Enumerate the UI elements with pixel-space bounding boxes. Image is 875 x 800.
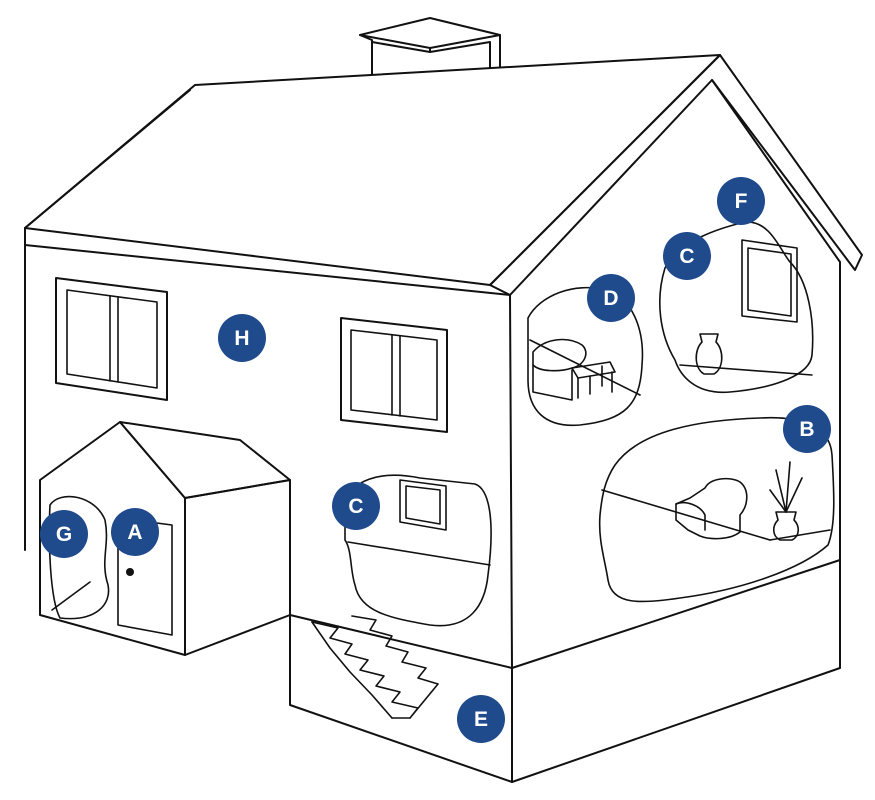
marker-c-attic: C [663,232,711,280]
cutaway-attic-room [659,221,814,393]
basement [289,614,513,783]
marker-h: H [218,314,266,362]
window-upper-middle [340,317,448,433]
marker-c-wall: C [332,482,380,530]
front-wall [24,244,513,669]
marker-e: E [457,695,505,743]
cutaway-ground-floor [344,474,492,627]
roof [24,54,863,296]
marker-b: B [783,405,831,453]
marker-g: G [40,510,88,558]
marker-f: F [717,177,765,225]
gable-wall [511,79,841,783]
marker-d: D [587,274,635,322]
marker-a: A [111,508,159,556]
window-upper-left [55,277,168,401]
cutaway-living-room [598,416,835,603]
cutaway-bedroom [527,286,644,427]
